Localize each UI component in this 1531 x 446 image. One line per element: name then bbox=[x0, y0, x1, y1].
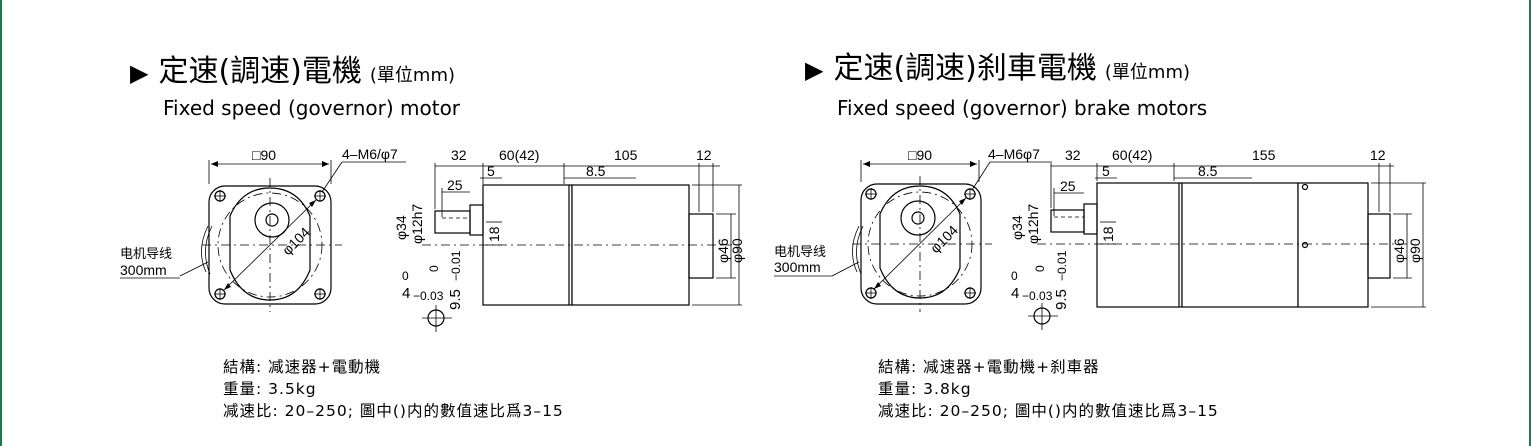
lead-label: 电机导线 bbox=[120, 246, 172, 261]
left-title-text: 定速(調速)電機 bbox=[158, 54, 362, 89]
dim-square: □90 bbox=[908, 147, 932, 163]
dim-pilot: φ34 bbox=[393, 215, 409, 240]
dim-shaft-flat: 9.5 bbox=[1053, 289, 1070, 310]
right-title: ▶ 定速(調速)刹車電機 (單位mm) bbox=[805, 52, 1190, 90]
dim-square: □90 bbox=[252, 147, 276, 163]
dim-gear-len: 60(42) bbox=[1112, 147, 1152, 163]
key-w-tol: −0.03 bbox=[1022, 289, 1053, 303]
lead-label: 电机导线 bbox=[774, 244, 826, 259]
dim-shaft: φ12h7 bbox=[1025, 204, 1041, 244]
left-unit: (單位mm) bbox=[369, 65, 456, 86]
dim-mount: 4–M6/φ7 bbox=[342, 146, 398, 162]
pilot bbox=[1083, 203, 1098, 235]
right-title-text: 定速(調速)刹車電機 bbox=[833, 51, 1097, 86]
left-motor-drawing: □90 φ104 4–M6/φ7 电机导线 300mm bbox=[120, 146, 745, 332]
dim-mount: 4–M6φ7 bbox=[988, 146, 1040, 162]
right-subtitle: Fixed speed (governor) brake motors bbox=[837, 96, 1208, 120]
end-cap bbox=[1367, 213, 1391, 279]
spec-structure: 結構: 减速器+電動機+刹車器 bbox=[878, 358, 1100, 376]
flat-tol0: 0 bbox=[1033, 265, 1047, 272]
spec-ratio: 减速比: 20–250; 圖中()内的數值速比爲3–15 bbox=[223, 402, 564, 420]
motor-body bbox=[1181, 182, 1299, 308]
key-w-tol: −0.03 bbox=[413, 289, 444, 303]
dim-pilot: φ34 bbox=[1009, 215, 1025, 240]
key-w-tol0: 0 bbox=[402, 269, 409, 283]
dim-flange-off: 8.5 bbox=[586, 163, 606, 179]
spec-ratio: 减速比: 20–250; 圖中()内的數值速比爲3–15 bbox=[878, 402, 1219, 420]
dim-shaft-len: 32 bbox=[451, 147, 467, 163]
dim-motor-len: 105 bbox=[614, 147, 638, 163]
dim-key-off: 5 bbox=[487, 163, 495, 179]
dim-key-h: 18 bbox=[486, 226, 502, 242]
flat-tol0: 0 bbox=[427, 265, 441, 272]
dim-body-d: φ90 bbox=[1407, 238, 1423, 263]
right-specs: 結構: 减速器+電動機+刹車器 重量: 3.8kg 减速比: 20–250; 圖… bbox=[878, 356, 1219, 422]
lead-length: 300mm bbox=[774, 259, 821, 275]
gearbox-outline bbox=[229, 187, 311, 301]
dim-key-w: 4 bbox=[1011, 285, 1019, 302]
spec-weight: 重量: 3.8kg bbox=[878, 380, 972, 398]
spec-structure: 結構: 减速器+電動機 bbox=[223, 358, 382, 376]
gearbox-outline bbox=[879, 185, 961, 299]
right-unit: (單位mm) bbox=[1104, 62, 1191, 83]
left-subtitle: Fixed speed (governor) motor bbox=[163, 96, 461, 120]
dim-key-len: 25 bbox=[447, 177, 463, 193]
flat-tol: −0.01 bbox=[1055, 250, 1069, 281]
key-w-tol0: 0 bbox=[1011, 269, 1018, 283]
dim-key-len: 25 bbox=[1060, 178, 1076, 194]
spec-weight: 重量: 3.5kg bbox=[223, 380, 317, 398]
dim-key-h: 18 bbox=[1100, 226, 1116, 242]
end-cap bbox=[688, 213, 714, 279]
dim-motor-len: 155 bbox=[1252, 147, 1276, 163]
dim-key-w: 4 bbox=[402, 285, 410, 302]
dim-end-d: φ46 bbox=[1391, 238, 1407, 263]
dim-shaft: φ12h7 bbox=[409, 204, 425, 244]
output-boss bbox=[900, 200, 936, 236]
output-shaft bbox=[1050, 209, 1085, 233]
left-title: ▶ 定速(調速)電機 (單位mm) bbox=[130, 55, 455, 93]
dim-end-d: φ46 bbox=[715, 238, 731, 263]
lead-length: 300mm bbox=[120, 262, 167, 278]
flat-tol: −0.01 bbox=[449, 250, 463, 281]
gearbox-body bbox=[1096, 182, 1183, 308]
dim-end-len: 12 bbox=[696, 147, 712, 163]
left-specs: 結構: 减速器+電動機 重量: 3.5kg 减速比: 20–250; 圖中()内… bbox=[223, 356, 564, 422]
dim-key-off: 5 bbox=[1102, 163, 1110, 179]
dim-shaft-flat: 9.5 bbox=[447, 289, 464, 310]
triangle-bullet-icon: ▶ bbox=[805, 56, 824, 84]
triangle-bullet-icon: ▶ bbox=[130, 59, 149, 87]
dim-shaft-len: 32 bbox=[1065, 147, 1081, 163]
dim-gear-len: 60(42) bbox=[499, 147, 539, 163]
brake-body bbox=[1297, 182, 1369, 308]
dim-body-d: φ90 bbox=[729, 238, 745, 263]
output-boss bbox=[254, 202, 290, 238]
output-shaft bbox=[434, 210, 471, 234]
dim-end-len: 12 bbox=[1370, 147, 1386, 163]
dim-flange-off: 8.5 bbox=[1198, 163, 1218, 179]
